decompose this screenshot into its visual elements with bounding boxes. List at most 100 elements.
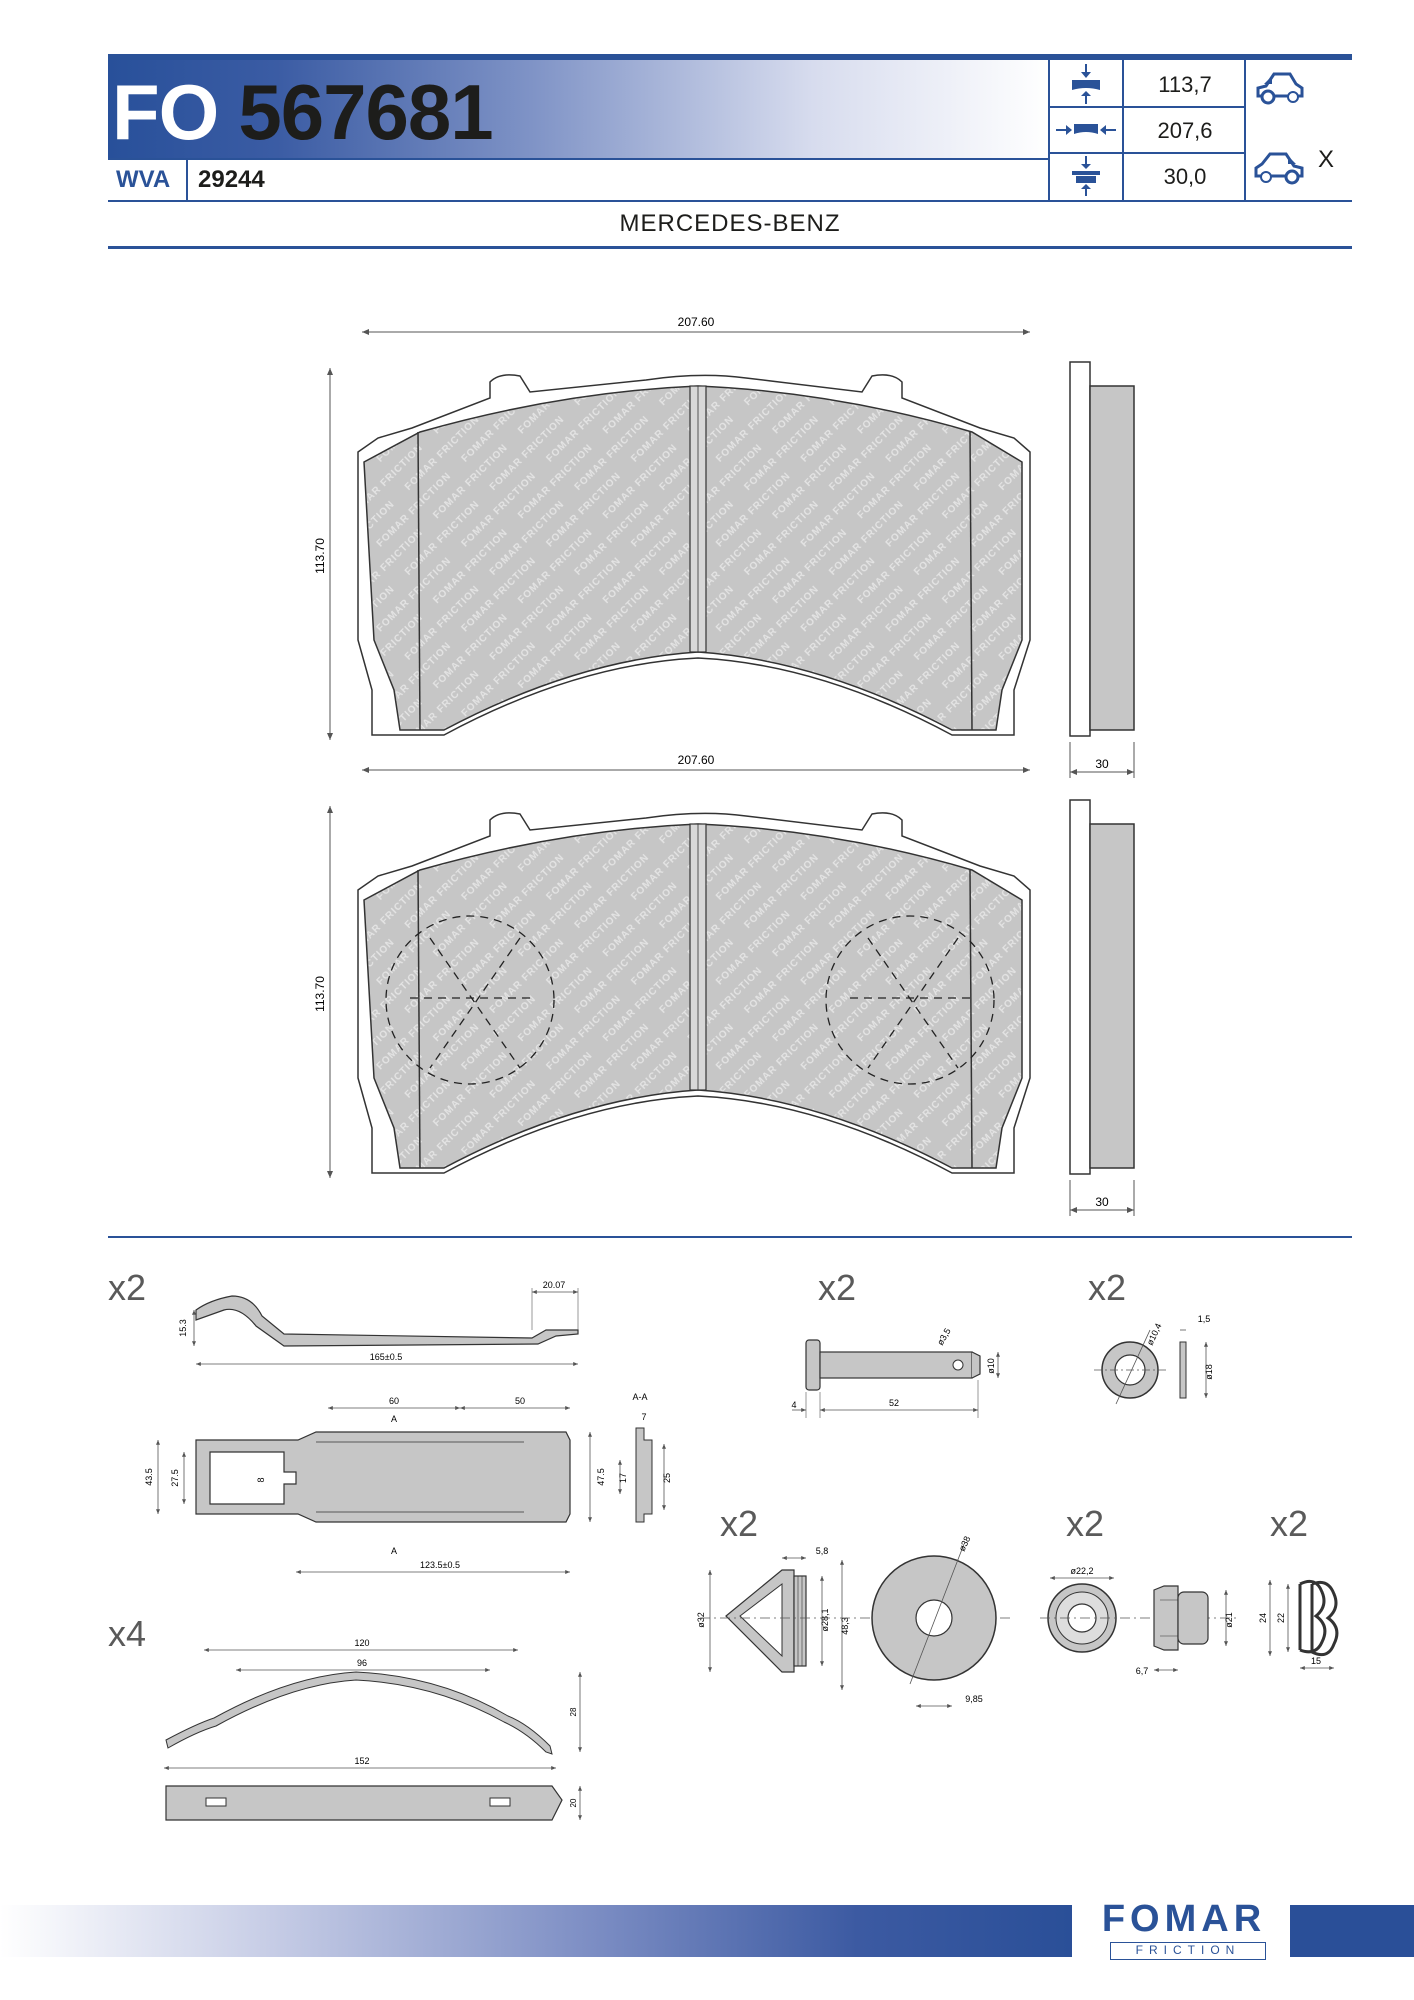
- spring-dim-b: 96: [357, 1658, 367, 1668]
- side-view-backplate: [1069, 799, 1091, 1175]
- wva-separator: [186, 160, 188, 200]
- table-divider: [1244, 60, 1246, 200]
- dust-cap-dim-c: ø28,1: [820, 1608, 830, 1631]
- header-top-rule: [108, 54, 1352, 60]
- pin-dim-head: 4: [791, 1400, 796, 1410]
- section-mark-a-top: A: [391, 1414, 397, 1424]
- hold-down-spring-quantity: x4: [108, 1613, 146, 1654]
- spring-dim-height: 28: [569, 1707, 578, 1716]
- table-divider: [1122, 60, 1124, 200]
- bushing-dim-b: ø21: [1224, 1612, 1234, 1628]
- bottom-pad-thickness-label: 30: [1095, 1195, 1109, 1209]
- spring-clip-dim-length: 165±0.5: [370, 1352, 402, 1362]
- pad-height-value: 113,7: [1158, 72, 1212, 97]
- spring-clip-dim-overall-width: 47.5: [596, 1468, 606, 1486]
- clip-dim-c: 15: [1311, 1656, 1321, 1666]
- pad-width-icon: [1056, 124, 1116, 135]
- rear-axle-mark: X: [1318, 146, 1335, 173]
- spring-clip-dim-slot: 8: [256, 1477, 266, 1482]
- bushing-quantity: x2: [1066, 1503, 1104, 1544]
- car-rear-axle-icon: [1254, 152, 1304, 185]
- bushing-drawing: ø22,2 ø21 6,7: [1040, 1566, 1240, 1676]
- part-number: 567681: [238, 68, 493, 156]
- pad-drawing-top: 207.60 113.70 30: [313, 315, 1135, 778]
- dust-cap-dim-b: ø32: [696, 1612, 706, 1628]
- wva-label: WVA: [116, 166, 171, 193]
- pad-height-icon: [1072, 64, 1100, 104]
- section-dim-b: 17: [618, 1473, 628, 1483]
- footer-band-right: [1290, 1905, 1414, 1957]
- bushing-dim-c: 6,7: [1136, 1666, 1149, 1676]
- washer-drawing: ø10,4 1,5 ø18: [1094, 1314, 1214, 1405]
- part-prefix: FO: [112, 68, 219, 156]
- vehicle-brand: MERCEDES-BENZ: [619, 210, 841, 237]
- pin-dim-hole: ø3,5: [935, 1326, 953, 1347]
- top-pad-height-label: 113.70: [313, 538, 327, 574]
- section-dim-a: 7: [641, 1412, 646, 1422]
- clip-dim-b: 22: [1276, 1613, 1286, 1623]
- top-pad-width-label: 207.60: [678, 315, 715, 329]
- washer-dim-thickness: 1,5: [1198, 1314, 1211, 1324]
- pad-thickness-value: 30,0: [1163, 164, 1207, 189]
- pin-dim-diameter: ø10: [986, 1358, 996, 1374]
- spring-clip-dim-overall-length: 123.5±0.5: [420, 1560, 460, 1570]
- side-view-lining: [1089, 385, 1135, 731]
- bottom-pad-width-label: 207.60: [678, 753, 715, 767]
- spring-clip-dim-a: 60: [389, 1396, 399, 1406]
- wva-number: 29244: [198, 166, 265, 193]
- car-front-axle-icon: [1256, 72, 1304, 105]
- pin-dim-length: 52: [889, 1398, 899, 1408]
- fomar-logo: FOMAR: [1101, 1898, 1267, 1940]
- spring-dim-a: 120: [354, 1638, 369, 1648]
- clip-drawing: 24 22 15: [1258, 1579, 1339, 1670]
- section-label: A-A: [632, 1392, 647, 1402]
- dust-cap-drawing: 5,8 ø32 ø28,1 48,3 ø38 9,85: [696, 1535, 1010, 1708]
- spring-clip-dim-tab: 20.07: [543, 1280, 566, 1290]
- washer-quantity: x2: [1088, 1267, 1126, 1308]
- table-row-divider: [1048, 106, 1246, 108]
- spring-dim-length: 152: [354, 1756, 369, 1766]
- spring-clip-side: 15.3 20.07 165±0.5: [178, 1280, 579, 1366]
- washer-dim-outer: ø18: [1204, 1364, 1214, 1380]
- side-view-lining: [1089, 823, 1135, 1169]
- spring-clip-dim-height: 15.3: [178, 1319, 188, 1337]
- bushing-dim-a: ø22,2: [1070, 1566, 1093, 1576]
- piston-outline-right: [825, 915, 995, 1085]
- pin-quantity: x2: [818, 1267, 856, 1308]
- section-rule: [108, 1236, 1352, 1238]
- footer-band: [0, 1905, 1072, 1957]
- hold-down-spring: 120 96 28 152 20: [164, 1638, 582, 1821]
- pad-drawing-bottom: 207.60 113.70 30: [313, 753, 1135, 1216]
- clip-quantity: x2: [1270, 1503, 1308, 1544]
- top-pad-thickness-label: 30: [1095, 757, 1109, 771]
- clip-dim-a: 24: [1258, 1613, 1268, 1623]
- piston-outline-left: [385, 915, 555, 1085]
- spring-clip-quantity: x2: [108, 1267, 146, 1308]
- side-view-backplate: [1069, 361, 1091, 737]
- pad-thickness-icon: [1072, 156, 1100, 196]
- dust-cap-quantity: x2: [720, 1503, 758, 1544]
- pad-drawings: FOMAR FRICTION FOMAR FRICTION FOMAR FRIC…: [313, 315, 1135, 1216]
- spring-clip-top: 60 50 A A 43.5 27.5 8 47.5 123.5±0.5 A-A…: [144, 1392, 672, 1574]
- brand-rule: [108, 246, 1352, 249]
- pad-width-value: 207,6: [1157, 118, 1213, 143]
- table-divider: [1048, 60, 1050, 200]
- spring-clip-dim-window: 27.5: [170, 1469, 180, 1487]
- section-dim-c: 25: [662, 1473, 672, 1483]
- dust-cap-dim-e: ø38: [957, 1535, 973, 1553]
- pin-drawing: 4 52 ø3,5 ø10: [791, 1326, 1000, 1418]
- spring-clip-dim-b: 50: [515, 1396, 525, 1406]
- fomar-logo-sub: FRICTION: [1110, 1942, 1266, 1960]
- table-row-divider: [1048, 152, 1246, 154]
- dimension-table: 113,7 207,6 30,0: [1048, 60, 1352, 202]
- dust-cap-dim-a: 5,8: [816, 1546, 829, 1556]
- accessory-drawings: x2 x2 x2 x4 x2 x2 x2 15.3 20.07 165±0.5 …: [108, 1267, 1339, 1821]
- wva-row: WVA 29244: [108, 158, 1048, 202]
- washer-dim-inner: ø10,4: [1145, 1322, 1164, 1347]
- section-mark-a-bottom: A: [391, 1546, 397, 1556]
- bottom-pad-height-label: 113.70: [313, 976, 327, 1012]
- dust-cap-dim-f: 9,85: [965, 1694, 983, 1704]
